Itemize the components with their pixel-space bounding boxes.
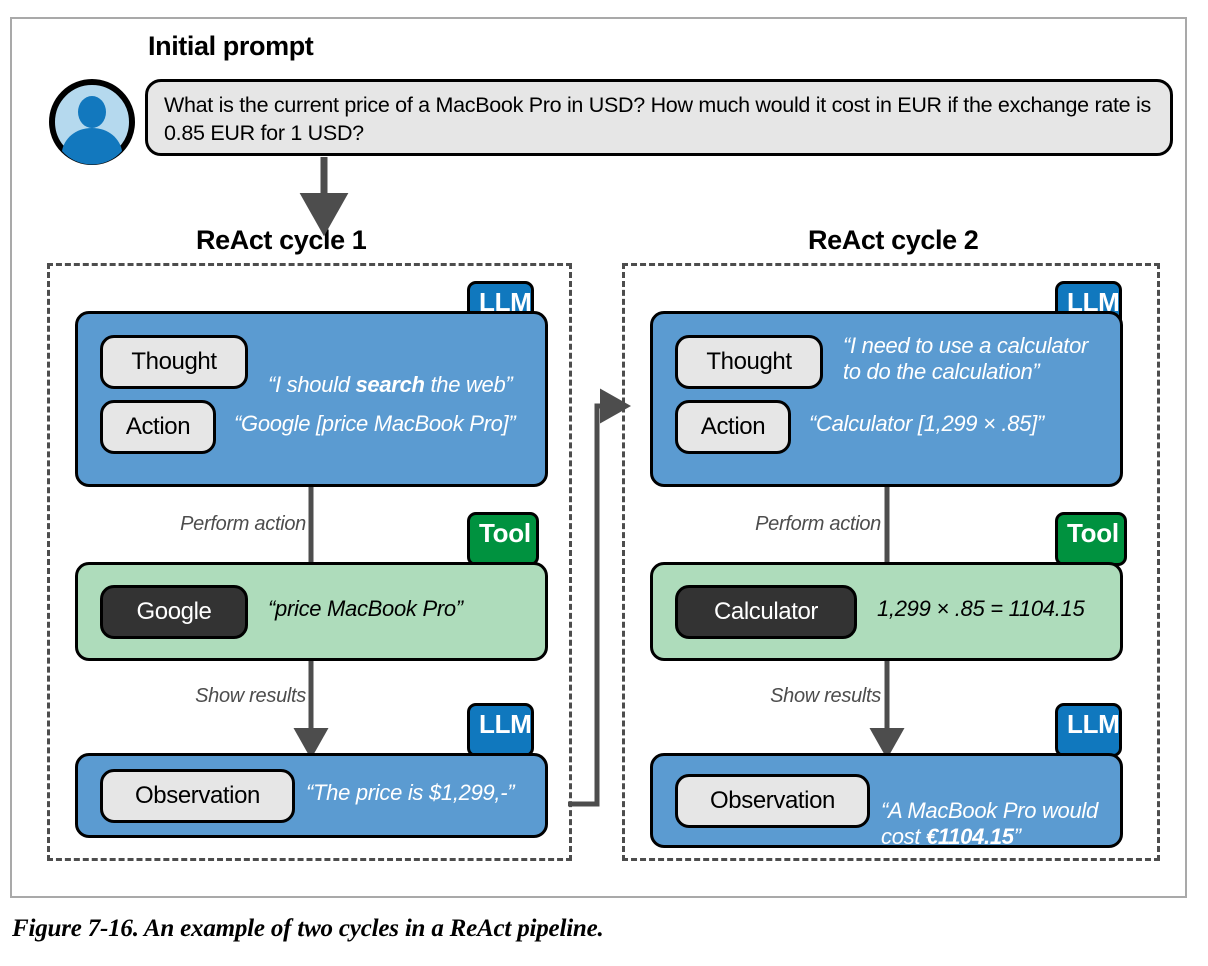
cycle-2-action-text: “Calculator [1,299 × .85]” bbox=[809, 411, 1044, 436]
cycle-1-action-label: Action bbox=[125, 413, 191, 440]
cycle-2-action-label: Action bbox=[700, 413, 766, 440]
cycle-1-action-text: “Google [price MacBook Pro]” bbox=[234, 411, 516, 436]
cycle-2-tool-name: Calculator bbox=[713, 598, 819, 625]
cycle-1-tool-name: Google bbox=[136, 598, 212, 625]
figure-caption: Figure 7-16. An example of two cycles in… bbox=[12, 915, 604, 942]
cycle-1-llm-tag-bottom: LLM bbox=[467, 703, 534, 757]
cycle-1-tool-panel: Google “price MacBook Pro” bbox=[75, 562, 548, 661]
cycle-1-llm-panel: Thought “I should search the web” Action… bbox=[75, 311, 548, 487]
cycle-1-tool-text: “price MacBook Pro” bbox=[268, 596, 463, 621]
cycle-2-llm-panel: Thought “I need to use a calculator to d… bbox=[650, 311, 1123, 487]
cycle-1-thought-text-pre: “I should bbox=[268, 372, 356, 397]
cycle-1-tool-name-pill: Google bbox=[100, 585, 248, 639]
cycle-2-observation-pill: Observation bbox=[675, 774, 870, 828]
cycle-2-observation-text-post: ” bbox=[1013, 824, 1021, 849]
cycle-2-action-pill: Action bbox=[675, 400, 791, 454]
cycle-2-tool-tag: Tool bbox=[1055, 512, 1127, 566]
cycle-2-observation-text-pre: “A MacBook Pro would cost bbox=[881, 798, 1098, 849]
cycle-2-observation-panel: Observation “A MacBook Pro would cost €1… bbox=[650, 753, 1123, 850]
cycle-2-llm-tag-bottom: LLM bbox=[1055, 703, 1122, 757]
cycle-2-observation-text: “A MacBook Pro would cost €1104.15” bbox=[881, 772, 1098, 850]
cycle-1-action-pill: Action bbox=[100, 400, 216, 454]
initial-prompt-heading: Initial prompt bbox=[148, 31, 314, 61]
cycle-2-tool-text: 1,299 × .85 = 1104.15 bbox=[877, 596, 1085, 621]
cycle-2-observation-text-bold: €1104.15 bbox=[925, 824, 1014, 849]
cycle-1-thought-label: Thought bbox=[131, 348, 217, 375]
cycle-2-container bbox=[622, 263, 1160, 861]
cycle-2-tool-panel: Calculator 1,299 × .85 = 1104.15 bbox=[650, 562, 1123, 661]
cycle-2-heading: ReAct cycle 2 bbox=[808, 225, 979, 255]
cycle-1-observation-text: “The price is $1,299,-” bbox=[306, 780, 515, 805]
cycle-1-show-results-label: Show results bbox=[195, 685, 306, 707]
cycle-1-thought-text-bold: search bbox=[355, 372, 425, 397]
cycle-1-perform-action-label: Perform action bbox=[180, 513, 306, 535]
cycle-1-observation-label: Observation bbox=[135, 782, 260, 809]
cycle-1-heading: ReAct cycle 1 bbox=[196, 225, 367, 255]
user-avatar-icon bbox=[48, 78, 136, 166]
cycle-1-thought-text-post: the web” bbox=[424, 372, 513, 397]
cycle-1-tool-tag: Tool bbox=[467, 512, 539, 566]
cycle-2-thought-pill: Thought bbox=[675, 335, 823, 389]
cycle-2-perform-action-label: Perform action bbox=[755, 513, 881, 535]
cycle-1-thought-pill: Thought bbox=[100, 335, 248, 389]
cycle-2-show-results-label: Show results bbox=[770, 685, 881, 707]
initial-prompt-bubble: What is the current price of a MacBook P… bbox=[145, 79, 1173, 156]
initial-prompt-text: What is the current price of a MacBook P… bbox=[164, 93, 1151, 145]
cycle-2-thought-text: “I need to use a calculator to do the ca… bbox=[843, 333, 1089, 384]
cycle-2-thought-label: Thought bbox=[706, 348, 792, 375]
cycle-1-observation-panel: Observation “The price is $1,299,-” bbox=[75, 753, 548, 838]
cycle-1-observation-pill: Observation bbox=[100, 769, 295, 823]
cycle-1-thought-text: “I should search the web” bbox=[268, 346, 513, 398]
cycle-2-tool-name-pill: Calculator bbox=[675, 585, 857, 639]
cycle-2-observation-label: Observation bbox=[710, 787, 835, 814]
